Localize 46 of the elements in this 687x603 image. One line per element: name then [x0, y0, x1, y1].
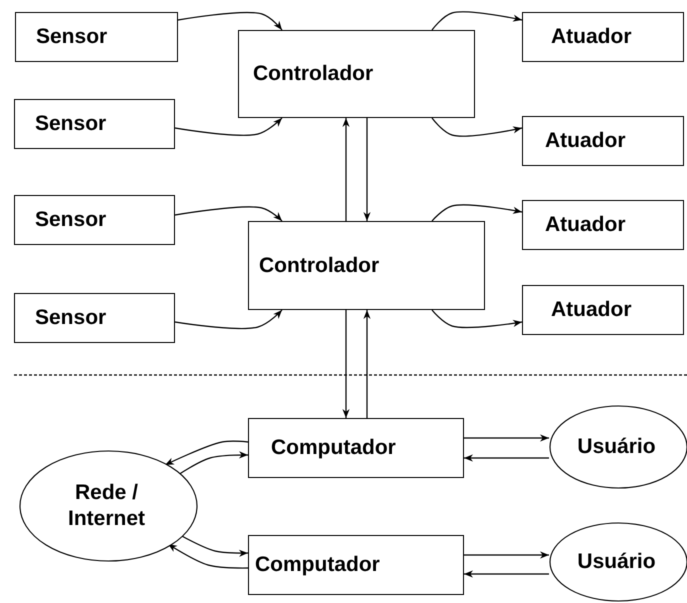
process-box [248, 418, 464, 478]
node-label: Atuador [545, 213, 626, 237]
arrow [363, 310, 371, 418]
node-label: Sensor [36, 25, 108, 49]
arrow [432, 310, 522, 328]
arrow [168, 544, 248, 569]
node-label: Atuador [551, 25, 632, 49]
node-label: Controlador [253, 62, 374, 86]
process-box [248, 221, 485, 310]
arrow [432, 11, 522, 30]
arrow [342, 118, 350, 221]
node-label: Atuador [545, 129, 626, 153]
node-label: Usuário [577, 434, 656, 460]
node-label: Sensor [35, 208, 106, 232]
process-box [248, 535, 464, 595]
node-label: Controlador [259, 254, 380, 278]
node-label: Atuador [551, 298, 632, 322]
arrow [174, 118, 282, 136]
arrow [464, 454, 549, 462]
node-label: Sensor [35, 306, 106, 330]
arrow [464, 551, 549, 559]
arrow [464, 570, 549, 578]
arrow [178, 451, 248, 476]
arrow [174, 206, 282, 222]
arrow [178, 12, 282, 30]
process-box [14, 293, 175, 343]
arrow [464, 434, 549, 442]
node-label: Computador [255, 553, 380, 577]
arrow [164, 440, 248, 466]
process-box [522, 116, 684, 166]
arrow [342, 310, 350, 418]
node-label: Rede / Internet [66, 480, 146, 532]
arrow [432, 118, 522, 137]
process-box [15, 12, 178, 62]
arrow [174, 310, 282, 330]
node-label: Sensor [35, 112, 106, 136]
process-box [522, 285, 684, 335]
process-box [522, 200, 684, 250]
process-box [522, 12, 684, 62]
node-label: Computador [271, 436, 396, 460]
arrow [432, 204, 522, 222]
arrow [363, 118, 371, 221]
process-box [14, 99, 175, 149]
process-box [14, 195, 175, 245]
node-label: Usuário [577, 548, 656, 575]
process-box [238, 30, 475, 118]
